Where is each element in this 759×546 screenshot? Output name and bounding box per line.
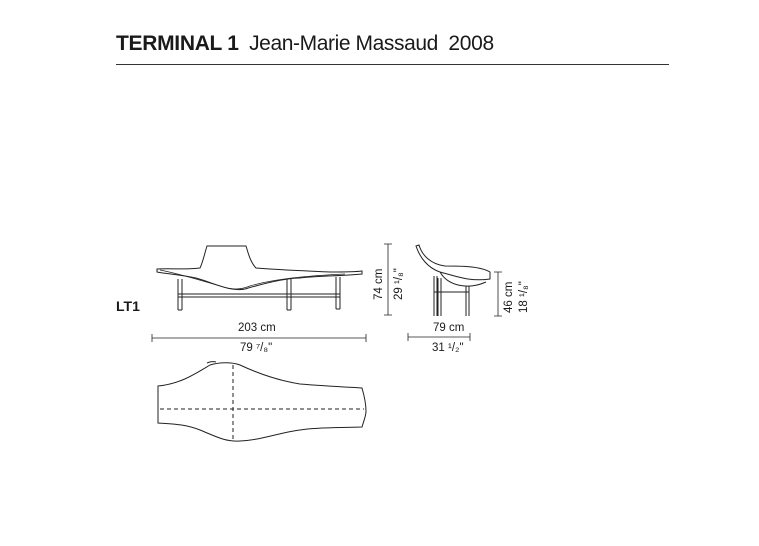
designer-name: Jean-Marie Massaud bbox=[249, 32, 438, 55]
length-in-label: 79 ⁷/₈" bbox=[240, 342, 273, 354]
product-name: TERMINAL 1 bbox=[116, 32, 239, 55]
seat-cm-label: 46 cm bbox=[503, 281, 515, 313]
front-elevation-view bbox=[156, 245, 363, 311]
design-year: 2008 bbox=[448, 32, 494, 55]
side-elevation-view bbox=[415, 244, 491, 316]
seat-in-label: 18 ¹/₈" bbox=[518, 281, 530, 313]
model-code: LT1 bbox=[116, 298, 140, 314]
length-cm-label: 203 cm bbox=[238, 322, 276, 334]
page-header: TERMINAL 1 Jean-Marie Massaud 2008 bbox=[116, 32, 494, 56]
plan-view bbox=[157, 361, 367, 442]
dimension-lines bbox=[151, 243, 502, 342]
header-divider bbox=[116, 64, 669, 65]
height-in-label: 29 ¹/₈" bbox=[393, 268, 405, 300]
depth-in-label: 31 ¹/₂" bbox=[432, 342, 464, 354]
depth-cm-label: 79 cm bbox=[433, 322, 465, 334]
height-cm-label: 74 cm bbox=[373, 268, 385, 300]
